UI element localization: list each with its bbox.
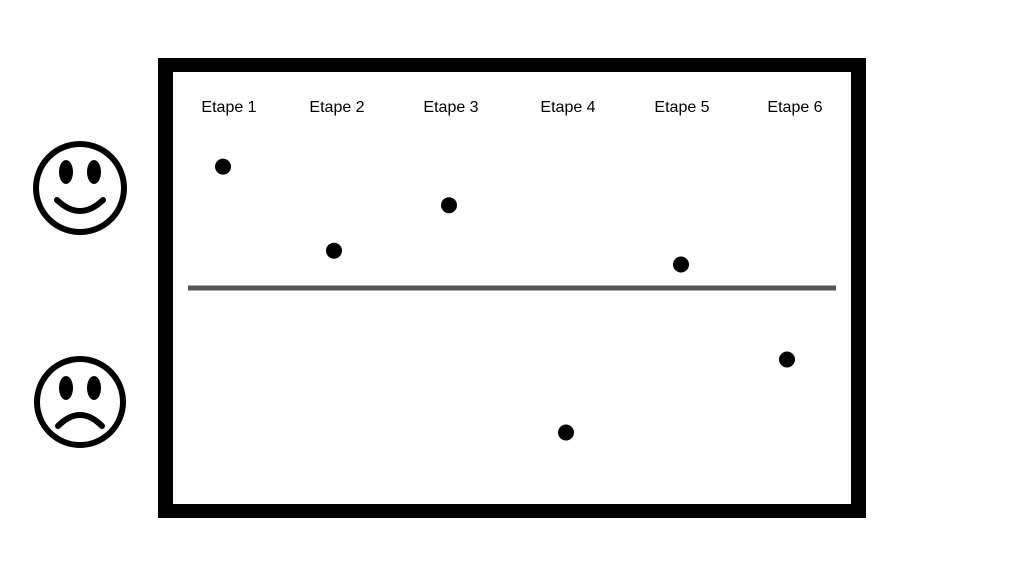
frame xyxy=(158,58,866,518)
sad-face-icon xyxy=(34,356,126,448)
data-point-4 xyxy=(558,424,574,441)
frame-left xyxy=(158,58,173,518)
step-label-4: Etape 4 xyxy=(540,99,595,116)
step-label-2: Etape 2 xyxy=(309,99,364,116)
step-label-3: Etape 3 xyxy=(423,99,478,116)
happy-face-icon xyxy=(33,141,127,235)
data-point-1 xyxy=(215,158,231,175)
step-label-6: Etape 6 xyxy=(767,99,822,116)
data-point-3 xyxy=(441,197,457,214)
data-point-5 xyxy=(673,256,689,273)
data-point-2 xyxy=(326,242,342,259)
step-label-1: Etape 1 xyxy=(201,99,256,116)
frame-right xyxy=(851,58,866,518)
frame-top xyxy=(158,58,866,72)
step-labels: Etape 1 Etape 2 Etape 3 Etape 4 Etape 5 … xyxy=(201,99,822,116)
data-point-6 xyxy=(779,351,795,368)
data-points xyxy=(215,158,795,441)
step-label-5: Etape 5 xyxy=(654,99,709,116)
frame-bottom xyxy=(158,504,866,518)
